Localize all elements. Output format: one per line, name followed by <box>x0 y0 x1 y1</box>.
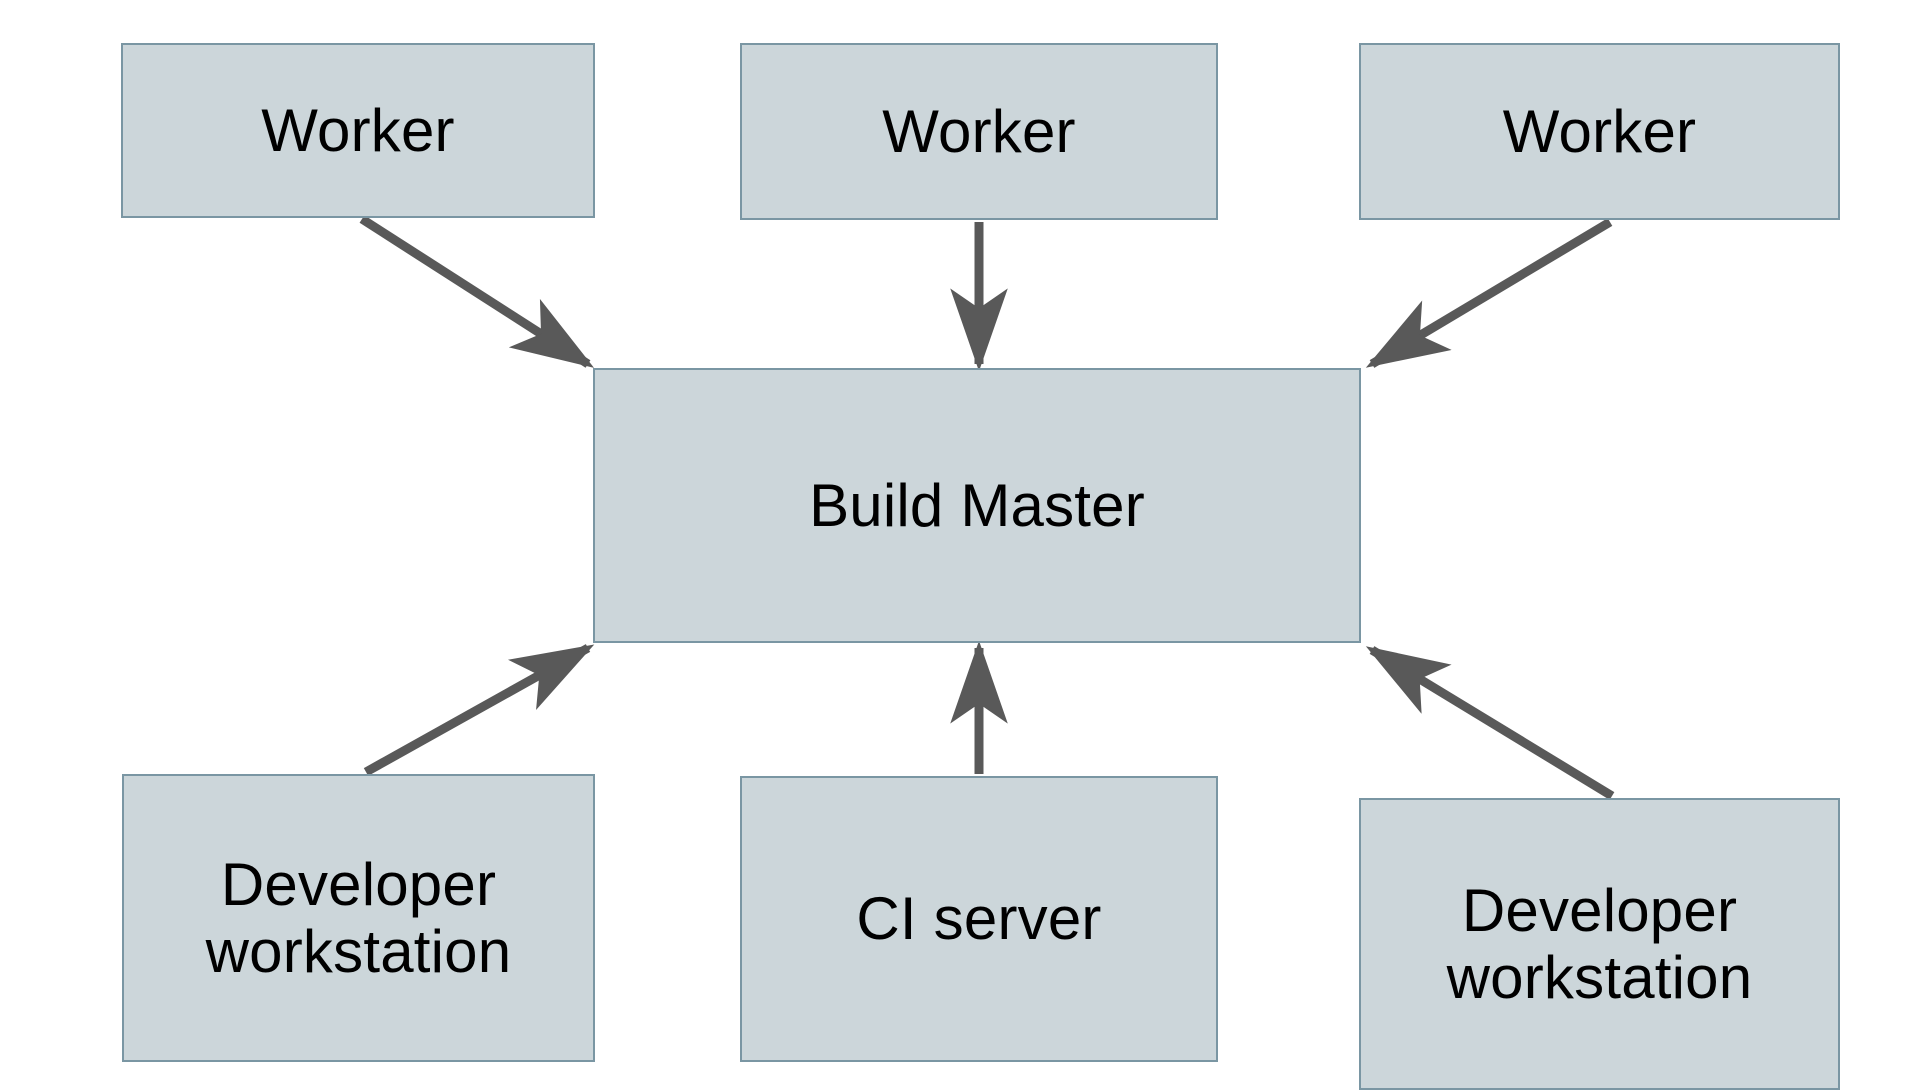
node-label: Worker <box>882 97 1076 165</box>
edge-worker1-to-master <box>359 215 595 368</box>
edge-worker3-to-master <box>1365 218 1613 368</box>
edge-devleft-to-master <box>363 644 595 776</box>
node-worker-1[interactable]: Worker <box>121 43 595 218</box>
node-worker-3[interactable]: Worker <box>1359 43 1840 220</box>
node-developer-workstation-left[interactable]: Developer workstation <box>122 774 595 1062</box>
node-label: Developer workstation <box>205 850 512 985</box>
node-label: Build Master <box>809 471 1145 539</box>
node-build-master[interactable]: Build Master <box>593 368 1361 643</box>
node-label: CI server <box>856 885 1102 953</box>
edge-devright-to-master <box>1365 646 1615 800</box>
node-ci-server[interactable]: CI server <box>740 776 1218 1062</box>
node-worker-2[interactable]: Worker <box>740 43 1218 220</box>
node-developer-workstation-right[interactable]: Developer workstation <box>1359 798 1840 1090</box>
node-label: Worker <box>261 96 455 164</box>
node-label: Worker <box>1502 97 1697 165</box>
node-label: Developer workstation <box>1446 876 1753 1011</box>
